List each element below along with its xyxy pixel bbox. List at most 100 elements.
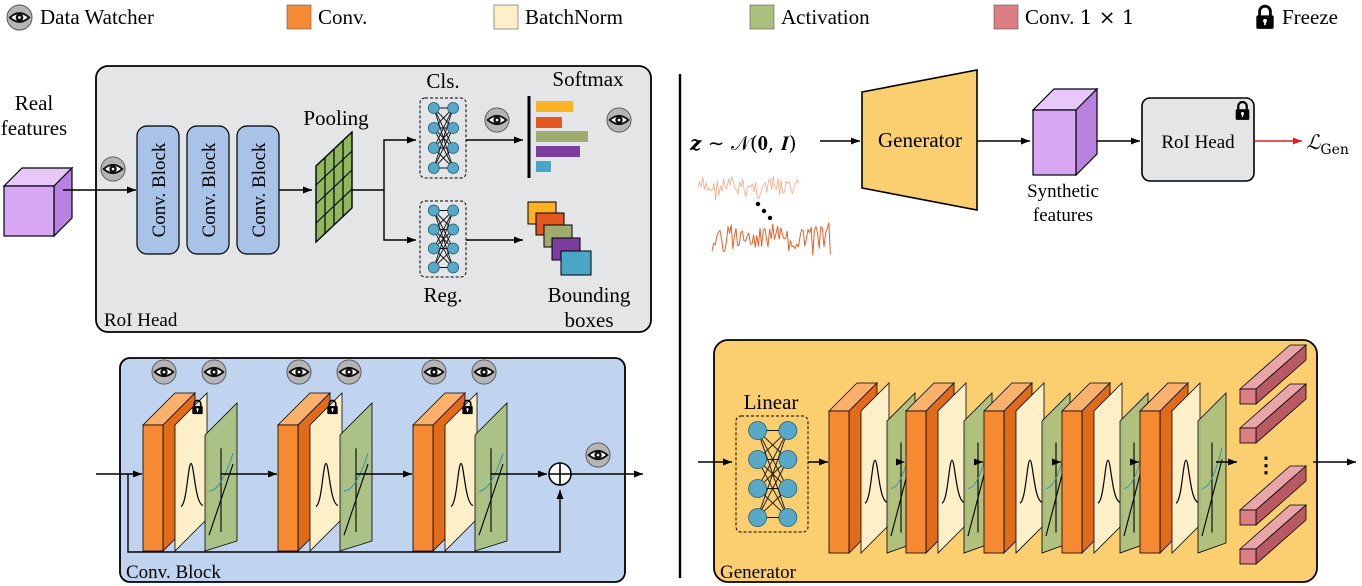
network-connection bbox=[433, 229, 454, 268]
synthetic-features-label-line2: features bbox=[1033, 205, 1093, 226]
network-connection bbox=[433, 210, 454, 249]
neuron bbox=[447, 122, 460, 134]
neuron bbox=[748, 479, 767, 498]
generator-panel-label: Generator bbox=[720, 562, 797, 583]
network-dashed-box bbox=[735, 415, 809, 533]
cls-network bbox=[419, 97, 467, 179]
neuron bbox=[447, 162, 460, 174]
roi-head-panel-box bbox=[95, 65, 652, 333]
neuron bbox=[778, 421, 798, 440]
generator-layers bbox=[808, 382, 1237, 554]
neuron bbox=[447, 142, 460, 154]
conv1x1-stack bbox=[1238, 344, 1308, 565]
activation-diagonal-axis bbox=[1201, 459, 1223, 537]
activation-data-watcher-eye-icon bbox=[471, 359, 497, 385]
legend-batchnorm-label: BatchNorm bbox=[525, 5, 623, 29]
freeze-lock-icon bbox=[1254, 4, 1276, 30]
gaussian-curve bbox=[1019, 459, 1043, 504]
neuron bbox=[427, 122, 440, 134]
pooling-to-reg-arrow bbox=[383, 190, 416, 244]
gaussian-curve bbox=[450, 462, 474, 508]
activation-diagonal-axis bbox=[478, 463, 504, 536]
activation-curve bbox=[343, 452, 369, 492]
linear-label: Linear bbox=[744, 390, 799, 414]
roi-head-panel-label: RoI Head bbox=[104, 310, 178, 331]
roi-head-box bbox=[1141, 97, 1255, 182]
softmax-data-watcher-eye-icon bbox=[606, 107, 632, 133]
conv-slab bbox=[412, 424, 434, 552]
legend-conv-swatch bbox=[286, 4, 312, 30]
input-data-watcher-eye-icon bbox=[100, 156, 126, 182]
legend-conv-label: Conv. bbox=[318, 5, 367, 29]
gaussian-curve bbox=[1097, 459, 1121, 504]
cls-data-watcher-eye-icon bbox=[484, 107, 510, 133]
noise-signal bbox=[697, 176, 800, 201]
legend-activation-swatch bbox=[749, 4, 775, 30]
conv-block-3: Conv. Block bbox=[236, 125, 280, 255]
conv-block-layers bbox=[142, 359, 547, 552]
batchnorm-slab bbox=[1171, 382, 1201, 554]
linear-network bbox=[735, 415, 809, 533]
skip-connection-arrow bbox=[127, 474, 564, 553]
activation-curve bbox=[478, 452, 504, 492]
conv-block-panel: Conv. Block bbox=[96, 357, 643, 583]
batchnorm-slab bbox=[937, 382, 967, 554]
real-features-cube bbox=[2, 166, 74, 238]
conv-slab bbox=[905, 410, 927, 554]
neuron bbox=[427, 142, 440, 154]
neuron bbox=[447, 223, 460, 236]
batchnorm-slab bbox=[860, 382, 890, 554]
conv-slab bbox=[142, 424, 164, 552]
conv1x1-slab bbox=[1239, 388, 1257, 405]
batchnorm-slab bbox=[1093, 382, 1123, 554]
neuron bbox=[447, 102, 460, 114]
bounding-boxes-label-line1: Bounding bbox=[548, 283, 631, 307]
neuron bbox=[447, 242, 460, 255]
legend-activation-label: Activation bbox=[781, 5, 870, 29]
gaussian-curve bbox=[864, 459, 888, 504]
activation-curve bbox=[208, 452, 234, 492]
synthetic-features-label-line1: Synthetic bbox=[1027, 181, 1099, 202]
conv-slab bbox=[277, 424, 299, 552]
conv-block-2: Conv. Block bbox=[186, 125, 230, 255]
cls-label: Cls. bbox=[426, 69, 459, 93]
noise-signals bbox=[697, 176, 831, 256]
neuron bbox=[427, 223, 440, 236]
real-features-label-line1: Real bbox=[15, 91, 54, 115]
legend-data-watcher-label: Data Watcher bbox=[40, 5, 154, 29]
svg-text:Conv. Block: Conv. Block bbox=[249, 142, 270, 237]
conv-data-watcher-eye-icon bbox=[286, 359, 312, 385]
generator-flow: z ∼ 𝒩(𝟎, 𝑰) Generator Synthetic features… bbox=[689, 69, 1349, 256]
neuron bbox=[427, 242, 440, 255]
neuron bbox=[447, 204, 460, 217]
noise-dots bbox=[755, 201, 773, 221]
generator-panel: Generator Linear ⋮ bbox=[698, 339, 1356, 583]
gaussian-curve bbox=[315, 462, 339, 508]
gaussian-curve bbox=[1175, 459, 1199, 504]
neuron bbox=[447, 261, 460, 274]
pooling-label: Pooling bbox=[303, 106, 369, 130]
data-watcher-eye-icon bbox=[6, 4, 33, 31]
neuron bbox=[778, 508, 798, 527]
network-connection bbox=[433, 107, 454, 169]
neuron bbox=[427, 261, 440, 274]
reg-network bbox=[419, 200, 467, 278]
generator-trapezoid bbox=[861, 69, 978, 211]
real-features-label-line2: features bbox=[1, 116, 67, 140]
noise-distribution-label: z ∼ 𝒩(𝟎, 𝑰) bbox=[689, 131, 797, 155]
svg-text:Conv. Block: Conv. Block bbox=[149, 142, 170, 237]
activation-diagonal-axis bbox=[343, 463, 369, 536]
conv-data-watcher-eye-icon bbox=[421, 359, 447, 385]
neuron bbox=[748, 508, 767, 527]
neuron bbox=[427, 204, 440, 217]
legend-conv1x1-label: Conv. 1 × 1 bbox=[1025, 5, 1135, 29]
conv1x1-slab bbox=[1239, 509, 1257, 526]
roi-head-box-label: RoI Head bbox=[1161, 132, 1235, 153]
neuron bbox=[748, 421, 767, 440]
network-dashed-box bbox=[419, 200, 467, 278]
synthetic-features-cube bbox=[1031, 87, 1099, 177]
legend-conv1x1-swatch bbox=[993, 4, 1019, 30]
legend-freeze-label: Freeze bbox=[1282, 5, 1338, 29]
reg-label: Reg. bbox=[423, 283, 462, 307]
network-connection bbox=[757, 430, 789, 518]
